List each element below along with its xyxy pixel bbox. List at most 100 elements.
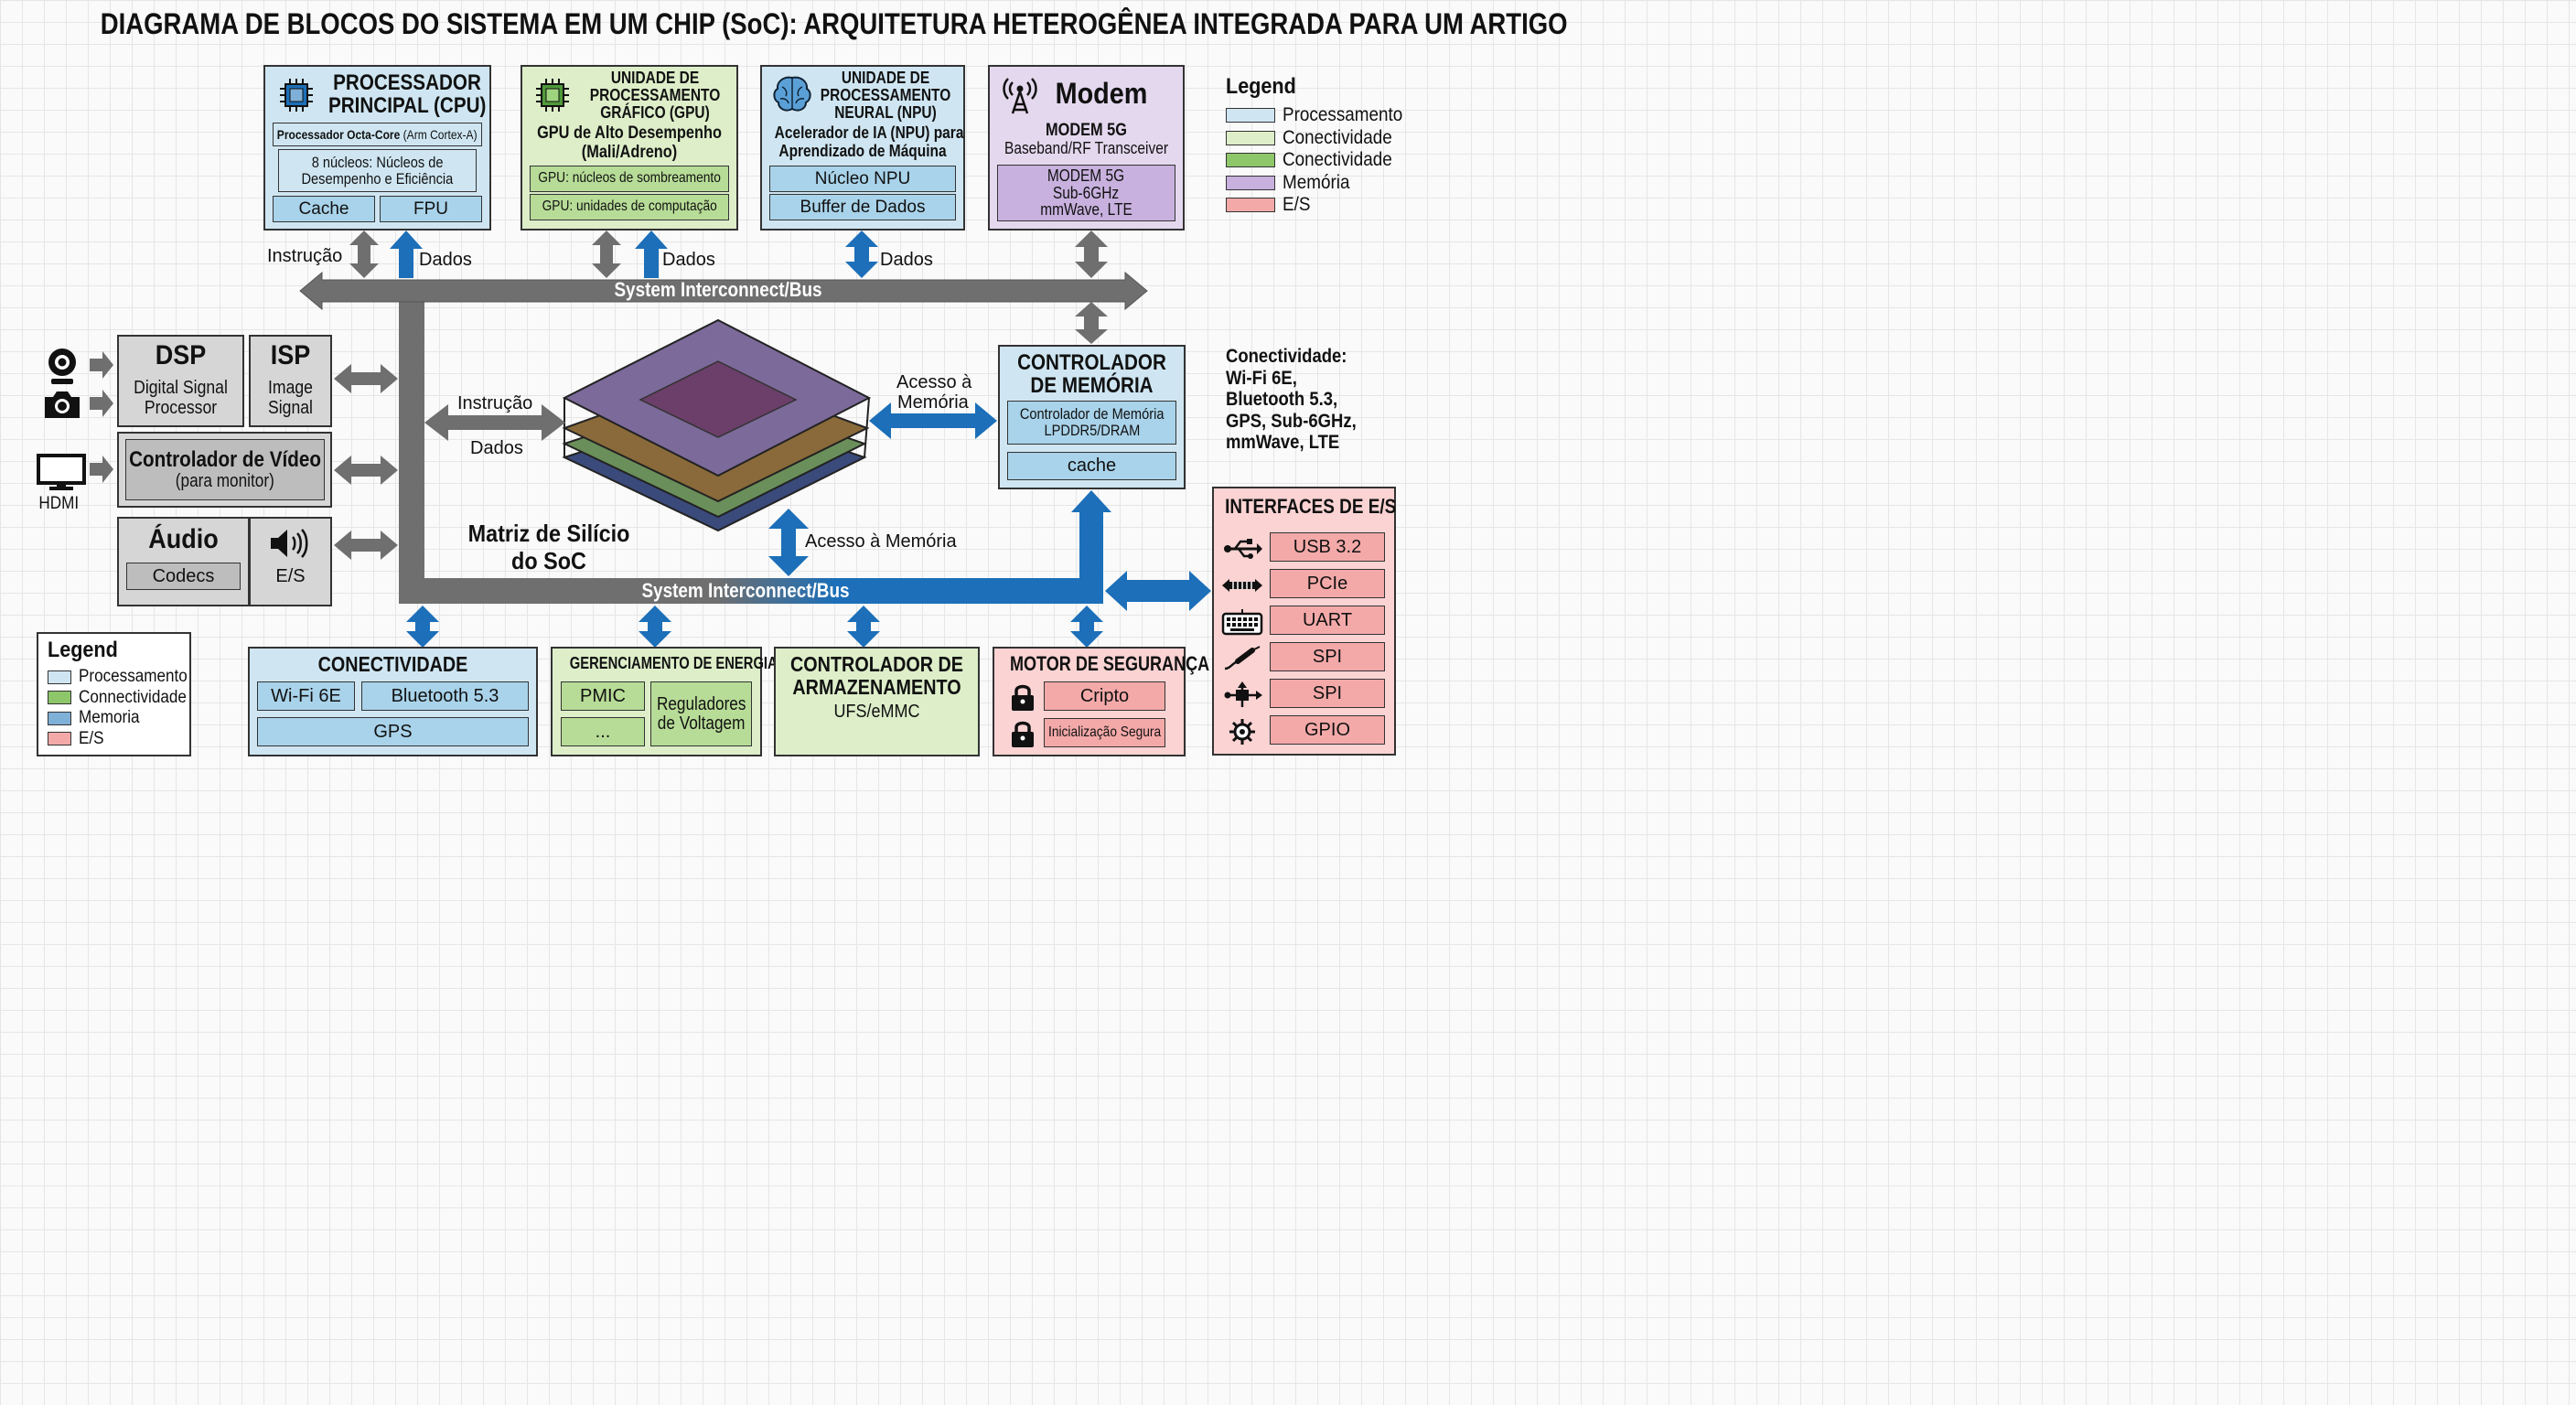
power-regulators: Reguladores de Voltagem: [650, 681, 752, 746]
cpu-data-label: Dados: [419, 250, 472, 270]
storage-title-1: CONTROLADOR DE: [789, 652, 964, 676]
conn-title: CONECTIVIDADE: [317, 652, 468, 676]
io-title: INTERFACES DE E/S: [1225, 495, 1397, 518]
video-title: Controlador de Vídeo: [129, 447, 321, 473]
audio-codecs: Codecs: [126, 563, 241, 590]
connector-icon: [1220, 681, 1264, 710]
top-bus-arrow: [299, 271, 1148, 311]
io-interface-label: UART: [1270, 606, 1385, 635]
legend-label: Connectividade: [79, 687, 187, 707]
connectivity-note-line-5: mmWave, LTE: [1226, 432, 1340, 454]
video-controller-inner: Controlador de Vídeo (para monitor): [125, 439, 325, 500]
power-dots: ...: [561, 717, 645, 746]
modem-inner-line-1: MODEM 5G: [1047, 166, 1125, 185]
keyboard-icon: [1220, 607, 1264, 637]
connectivity-note: Conectividade: Wi-Fi 6E, Bluetooth 5.3, …: [1226, 346, 1357, 454]
memctrl-cache: cache: [1007, 452, 1176, 480]
gpu-desc-2: (Mali/Adreno): [581, 143, 678, 162]
dsp-line-2: Processor: [144, 398, 218, 418]
io-interface-row: UART: [1217, 606, 1390, 637]
bottom-bus: [399, 512, 1103, 604]
npu-title-2: PROCESSAMENTO: [820, 86, 951, 104]
io-interface-row: PCIe: [1217, 569, 1390, 600]
io-interface-label: SPI: [1270, 642, 1385, 671]
dsp-line-1: Digital Signal: [134, 378, 228, 398]
die-label-2: do SoC: [511, 547, 586, 574]
modem-arrow: [1075, 231, 1108, 278]
camera-icon: [45, 391, 80, 418]
legend-item: E/S: [1226, 194, 1314, 217]
io-interface-label: USB 3.2: [1270, 532, 1385, 562]
legend-item: Memoria: [48, 708, 146, 729]
mem-access-label-1: Acesso à: [896, 372, 972, 392]
audio-bus-arrow: [334, 531, 398, 560]
connectivity-note-line-2: Wi-Fi 6E,: [1226, 367, 1297, 389]
storage-title-2: ARMAZENAMENTO: [792, 675, 961, 699]
npu-desc-2: Aprendizado de Máquina: [778, 142, 947, 160]
npu-data-arrow: [845, 231, 878, 278]
security-arrow: [1070, 606, 1103, 648]
chip-data-label: Dados: [470, 438, 523, 458]
bottom-bus-label: System Interconnect/Bus: [641, 579, 850, 602]
io-interface-label: PCIe: [1270, 569, 1385, 598]
cpu-instr-arrow: [349, 231, 379, 278]
isp-bus-arrow: [334, 364, 398, 393]
storage-arrow: [847, 606, 880, 648]
gpu-title-2: PROCESSAMENTO: [589, 86, 721, 104]
mem-access-label-2: Memória: [897, 392, 969, 413]
io-interface-row: GPIO: [1217, 715, 1390, 746]
legend-swatch: [1226, 130, 1275, 145]
legend-label: Processamento: [1283, 104, 1403, 126]
webcam-icon: [48, 349, 76, 384]
antenna-icon: [1003, 78, 1037, 114]
memctrl-up-arrow: [1071, 490, 1111, 512]
power-pmic: PMIC: [561, 681, 645, 711]
conn-arrow: [406, 606, 439, 648]
npu-title-1: UNIDADE DE: [841, 69, 930, 87]
isp-title: ISP: [270, 340, 311, 370]
speaker-icon: [271, 529, 308, 558]
legend-label: Memória: [1283, 171, 1350, 193]
legend-swatch: [48, 670, 71, 684]
gear-icon: [1220, 717, 1264, 746]
conn-wifi: Wi-Fi 6E: [257, 681, 355, 711]
soc-die-stack: [562, 318, 872, 532]
video-bus-arrow: [334, 456, 398, 485]
power-reg-line-2: de Voltagem: [657, 713, 746, 734]
storage-block: [774, 647, 980, 756]
memory-access-arrow-h: [869, 402, 997, 439]
gpu-chip-icon: [536, 79, 569, 112]
cpu-cores-line-2: Desempenho e Eficiência: [301, 169, 454, 188]
gpu-title-3: GRÁFICO (GPU): [600, 103, 710, 122]
connectivity-note-line-4: GPS, Sub-6GHz,: [1226, 410, 1357, 432]
probe-icon: [1220, 644, 1264, 673]
chip-icon: [280, 79, 313, 112]
legend-swatch: [48, 691, 71, 705]
brain-icon: [773, 76, 811, 112]
legend-label: Processamento: [79, 667, 188, 687]
cpu-instr-label: Instrução: [267, 246, 343, 266]
audio-io-block: [249, 517, 332, 606]
legend-item: Conectividade: [1226, 149, 1404, 172]
gpu-instr-arrow: [592, 231, 621, 278]
npu-buffer: Buffer de Dados: [769, 194, 956, 220]
dsp-block: [117, 335, 244, 427]
legend-swatch: [1226, 198, 1275, 213]
lock-icon: [1012, 721, 1034, 747]
isp-line-2: Signal: [268, 398, 313, 418]
legend-item: E/S: [48, 729, 107, 750]
chip-instr-label: Instrução: [457, 393, 533, 413]
npu-data-label: Dados: [880, 250, 933, 270]
camera-arrow-1: [90, 351, 113, 379]
npu-title-3: NEURAL (NPU): [834, 103, 937, 122]
power-title: GERENCIAMENTO DE ENERGIA: [569, 654, 778, 672]
lock-icon: [1012, 684, 1034, 711]
cpu-title-1: PROCESSADOR: [333, 70, 481, 95]
npu-desc-1: Acelerador de IA (NPU) para: [774, 123, 964, 142]
power-arrow: [639, 606, 671, 648]
memctrl-title-2: DE MEMÓRIA: [1030, 373, 1154, 398]
cpu-subtitle: Processador Octa-Core (Arm Cortex-A): [273, 123, 482, 146]
monitor-icon: [37, 454, 86, 490]
legend-swatch: [48, 732, 71, 746]
camera-arrow-2: [90, 390, 113, 417]
